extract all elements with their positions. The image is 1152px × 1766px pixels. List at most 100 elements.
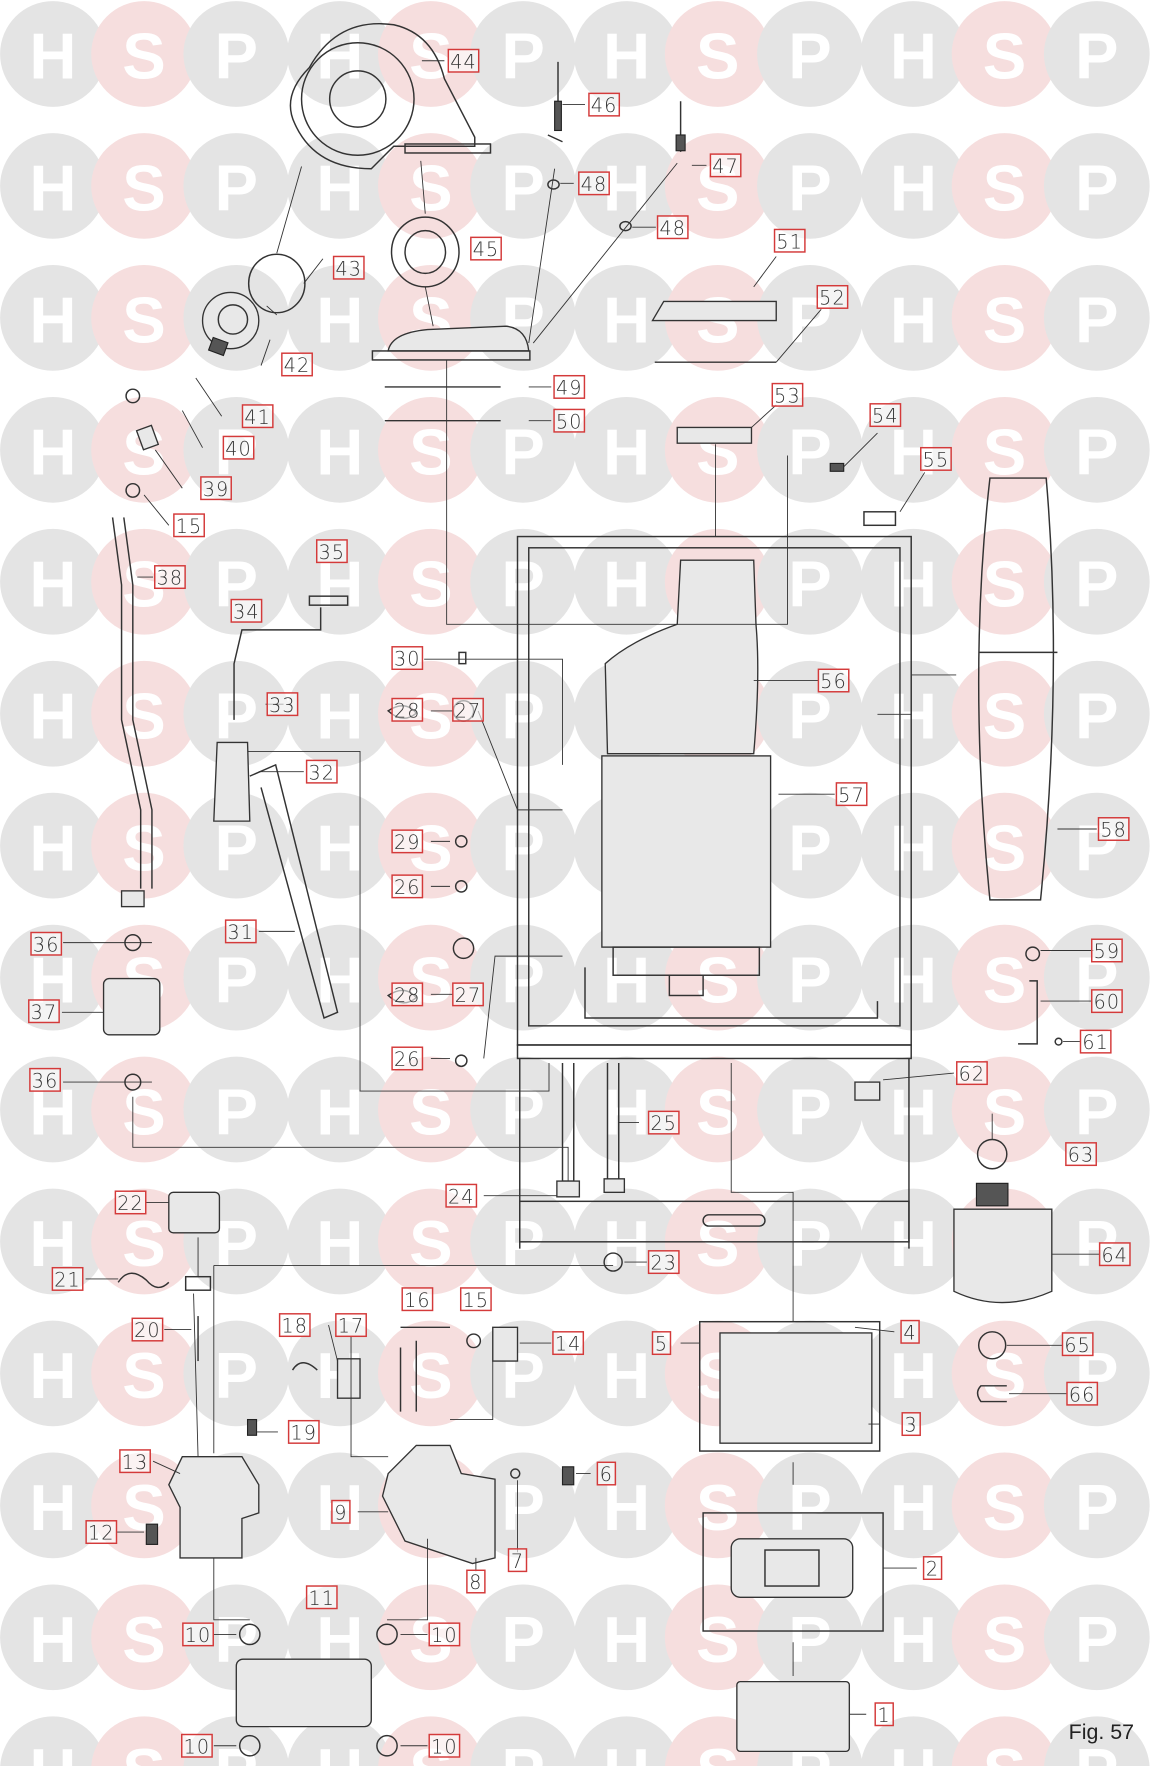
label-box <box>466 1569 486 1594</box>
part-label-62[interactable]: 62 <box>956 1061 988 1086</box>
part-label-11[interactable]: 11 <box>305 1585 338 1610</box>
part-label-55[interactable]: 55 <box>920 446 952 472</box>
part-label-28[interactable]: 28 <box>391 982 424 1007</box>
watermark-circle <box>860 1452 967 1559</box>
part-label-22[interactable]: 22 <box>114 1190 147 1215</box>
part-label-58[interactable]: 58 <box>1097 817 1130 842</box>
watermark-letter: P <box>215 811 259 884</box>
part-label-29[interactable]: 29 <box>391 829 424 854</box>
part-label-61[interactable]: 61 <box>1079 1029 1112 1054</box>
part-label-26[interactable]: 26 <box>391 1046 424 1071</box>
label-number: 10 <box>185 1624 212 1647</box>
part-label-10[interactable]: 10 <box>182 1622 214 1647</box>
part-label-47[interactable]: 47 <box>709 153 742 178</box>
part-label-57[interactable]: 57 <box>835 782 868 807</box>
part-label-28[interactable]: 28 <box>391 697 424 723</box>
part-label-26[interactable]: 26 <box>391 874 424 899</box>
label-box <box>182 1622 214 1647</box>
part-label-18[interactable]: 18 <box>278 1313 311 1338</box>
watermark-letter: H <box>29 20 76 93</box>
watermark-letter: P <box>501 811 545 884</box>
label-number: 64 <box>1102 1244 1129 1267</box>
part-label-54[interactable]: 54 <box>869 403 902 428</box>
label-box <box>224 919 257 944</box>
part-label-24[interactable]: 24 <box>445 1183 478 1208</box>
part-label-10[interactable]: 10 <box>428 1622 461 1647</box>
watermark-circle <box>183 924 290 1031</box>
part-label-50[interactable]: 50 <box>553 408 586 433</box>
part-label-63[interactable]: 63 <box>1065 1142 1097 1167</box>
part-label-12[interactable]: 12 <box>85 1520 118 1545</box>
part-label-43[interactable]: 43 <box>332 255 365 280</box>
part-label-59[interactable]: 59 <box>1091 938 1123 963</box>
part-label-3[interactable]: 3 <box>901 1412 921 1437</box>
watermark-circle <box>573 1 680 107</box>
part-label-42[interactable]: 42 <box>281 352 313 377</box>
part-label-25[interactable]: 25 <box>647 1110 680 1135</box>
watermark-circle <box>757 1584 863 1691</box>
watermark-circle <box>470 133 576 239</box>
part-label-13[interactable]: 13 <box>119 1449 151 1474</box>
part-label-21[interactable]: 21 <box>51 1266 84 1292</box>
watermark-circle <box>470 1584 576 1691</box>
part-label-10[interactable]: 10 <box>428 1733 461 1759</box>
part-label-46[interactable]: 46 <box>588 92 621 117</box>
part-label-36[interactable]: 36 <box>30 931 63 956</box>
watermark-letter: P <box>1075 416 1119 489</box>
part-label-66[interactable]: 66 <box>1066 1381 1099 1406</box>
watermark-circle <box>470 924 576 1031</box>
watermark-letter: P <box>1075 1075 1119 1148</box>
part-label-27[interactable]: 27 <box>452 982 484 1007</box>
part-label-8[interactable]: 8 <box>466 1569 486 1594</box>
part-label-17[interactable]: 17 <box>335 1313 367 1338</box>
watermark-circle <box>183 660 290 767</box>
part-label-37[interactable]: 37 <box>28 999 60 1024</box>
part-label-45[interactable]: 45 <box>470 236 502 261</box>
part-label-15[interactable]: 15 <box>173 513 205 538</box>
part-label-64[interactable]: 64 <box>1098 1242 1131 1267</box>
part-label-4[interactable]: 4 <box>900 1319 920 1345</box>
part-label-60[interactable]: 60 <box>1091 989 1123 1014</box>
part-label-51[interactable]: 51 <box>773 228 806 253</box>
part-label-1[interactable]: 1 <box>874 1702 894 1727</box>
label-box <box>1091 938 1123 963</box>
part-label-35[interactable]: 35 <box>315 539 348 564</box>
part-label-2[interactable]: 2 <box>922 1556 943 1581</box>
part-label-32[interactable]: 32 <box>305 759 338 784</box>
part-label-31[interactable]: 31 <box>224 919 257 944</box>
part-label-5[interactable]: 5 <box>651 1331 672 1356</box>
part-label-23[interactable]: 23 <box>647 1250 680 1275</box>
part-label-39[interactable]: 39 <box>200 476 232 501</box>
part-label-36[interactable]: 36 <box>29 1067 61 1093</box>
part-label-15[interactable]: 15 <box>459 1287 492 1312</box>
part-label-48[interactable]: 48 <box>578 171 610 196</box>
part-label-53[interactable]: 53 <box>771 382 804 408</box>
part-label-27[interactable]: 27 <box>452 697 484 723</box>
watermark-letter: S <box>983 1603 1027 1676</box>
part-label-40[interactable]: 40 <box>222 435 255 460</box>
part-label-48[interactable]: 48 <box>656 215 689 240</box>
watermark-circle <box>0 1 106 107</box>
part-label-19[interactable]: 19 <box>287 1419 320 1445</box>
label-number: 27 <box>455 699 482 722</box>
part-label-65[interactable]: 65 <box>1061 1332 1094 1357</box>
part-label-44[interactable]: 44 <box>447 48 480 73</box>
part-label-41[interactable]: 41 <box>241 404 274 429</box>
watermark-letter: H <box>603 152 650 225</box>
part-label-20[interactable]: 20 <box>131 1317 164 1342</box>
part-label-6[interactable]: 6 <box>596 1461 617 1486</box>
part-label-49[interactable]: 49 <box>553 374 586 400</box>
part-label-56[interactable]: 56 <box>817 668 850 693</box>
part-label-9[interactable]: 9 <box>331 1499 351 1525</box>
part-label-7[interactable]: 7 <box>507 1548 528 1573</box>
part-label-10[interactable]: 10 <box>181 1733 213 1759</box>
part-label-33[interactable]: 33 <box>266 692 299 717</box>
part-label-52[interactable]: 52 <box>816 284 849 310</box>
label-box <box>773 228 806 253</box>
part-label-30[interactable]: 30 <box>391 646 424 671</box>
part-label-34[interactable]: 34 <box>230 598 263 624</box>
part-label-16[interactable]: 16 <box>401 1287 434 1312</box>
part-label-38[interactable]: 38 <box>154 565 186 590</box>
part-label-14[interactable]: 14 <box>552 1331 585 1356</box>
watermark-letter: S <box>983 548 1027 621</box>
